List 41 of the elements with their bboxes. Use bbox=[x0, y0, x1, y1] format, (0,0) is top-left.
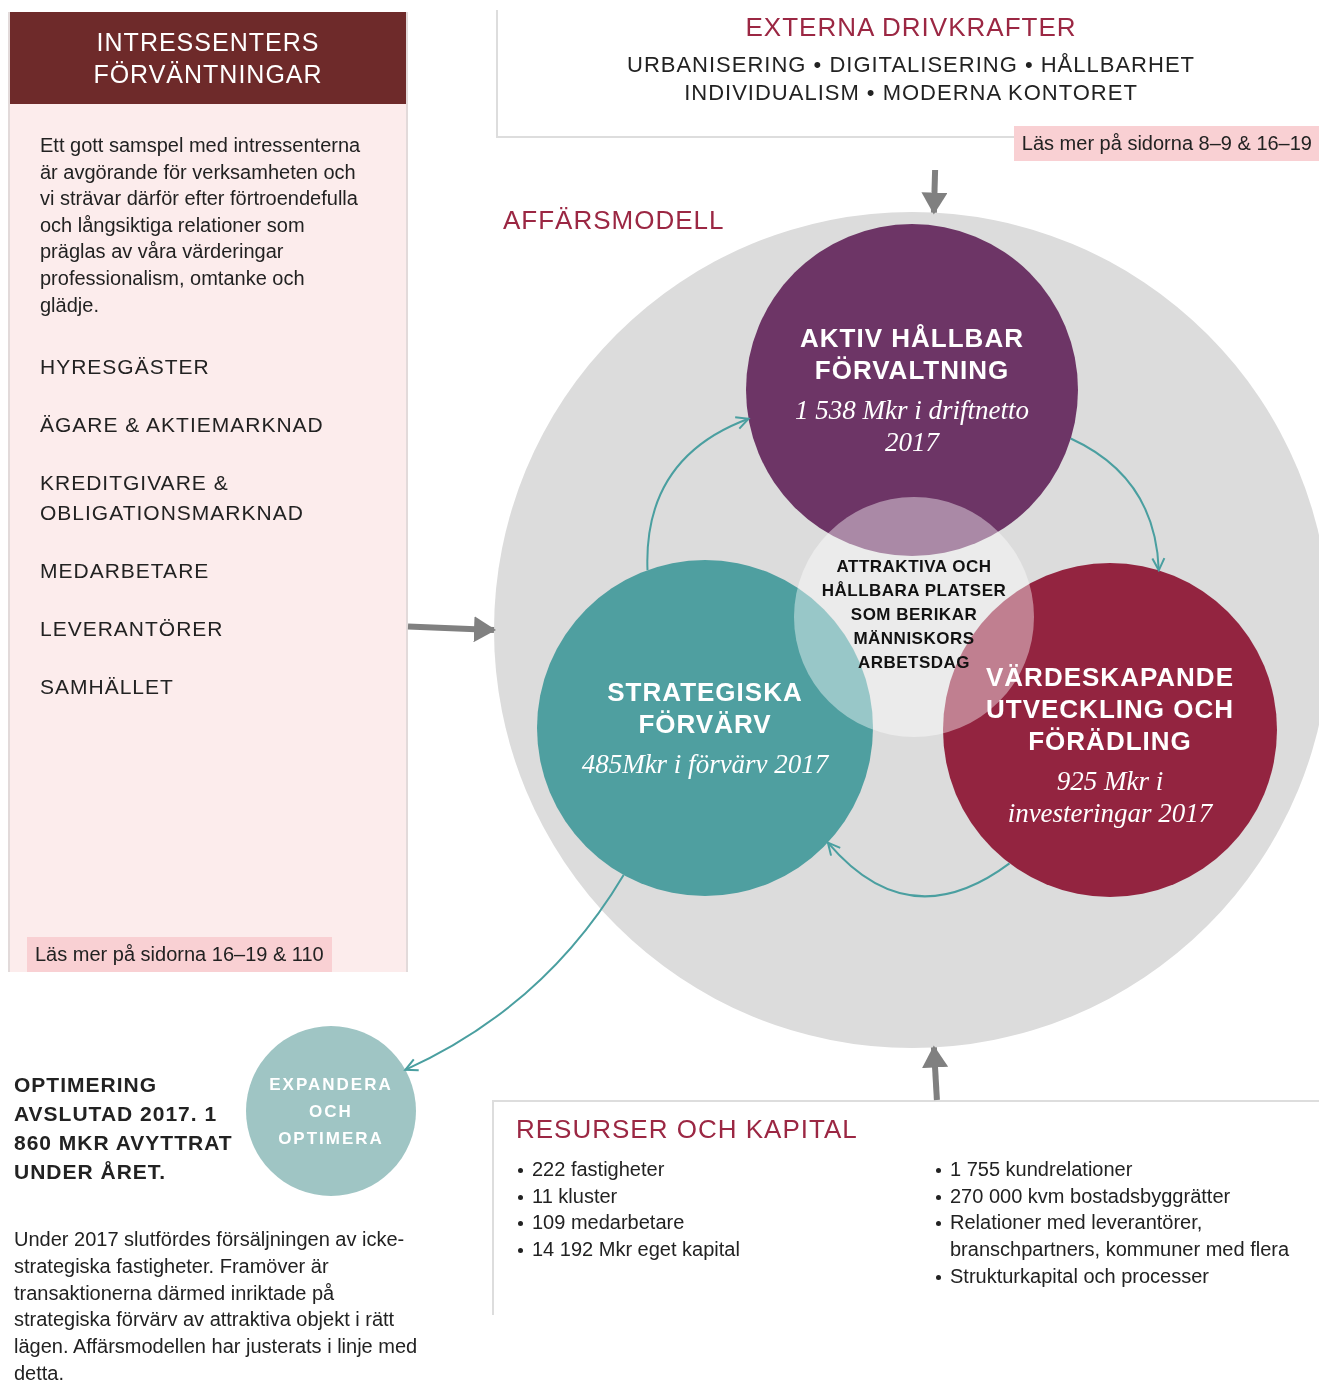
body-text: Under 2017 slutfördes försäljningen av icke-strategiska fastigheter. Framöver är transaktionerna därmed inriktade på strategiska förvärv av attraktiva objekt i rätt lägen. Affärsmodellen har justerats i linje med detta. bbox=[14, 1227, 419, 1380]
heading-band: INTRESSENTERS FÖRVÄNTNINGAR bbox=[10, 12, 406, 104]
bullet-item: 11 kluster bbox=[516, 1182, 916, 1210]
bullet-item: Strukturkapital och processer bbox=[934, 1262, 1309, 1290]
stakeholder-panel bbox=[8, 12, 408, 972]
bullet-item: 109 medarbetare bbox=[516, 1209, 916, 1237]
arrow bbox=[922, 1045, 948, 1101]
heading-text: RESURSER OCH KAPITAL bbox=[516, 1114, 858, 1145]
circle-title: VÄRDESKAPANDE UTVECKLING OCH FÖRÄDLING bbox=[985, 661, 1235, 757]
stakeholder-item: MEDARBETARE bbox=[40, 558, 211, 585]
business-model-circle bbox=[494, 205, 1319, 1050]
drivers-text: URBANISERING • DIGITALISERING • HÅLLBARHET INDIVIDUALISM • MODERNA KONTORET bbox=[626, 51, 1196, 107]
bullet-item: 222 fastigheter bbox=[516, 1156, 916, 1183]
arrow bbox=[921, 169, 948, 215]
stakeholder-item: SAMHÄLLET bbox=[40, 674, 175, 701]
arrow bbox=[1069, 437, 1165, 572]
stakeholder-item: KREDITGIVARE & OBLIGATIONSMARKNAD bbox=[40, 470, 305, 527]
circle-title: STRATEGISKA FÖRVÄRV bbox=[606, 676, 804, 740]
stakeholder-item: ÄGARE & AKTIEMARKNAD bbox=[40, 412, 325, 439]
caption-text: OPTIMERING AVSLUTAD 2017. 1 860 MKR AVYTTRAT UNDER ÅRET. bbox=[14, 1072, 234, 1185]
heading-text: AFFÄRSMODELL bbox=[503, 205, 725, 236]
bullet-item: 270 000 kvm bostadsbyggrätter bbox=[934, 1182, 1309, 1210]
circle-title: EXPANDERA OCH OPTIMERA bbox=[268, 1073, 394, 1150]
resources-box bbox=[492, 1100, 1319, 1315]
stakeholder-item: LEVERANTÖRER bbox=[40, 616, 225, 643]
arrow bbox=[407, 616, 496, 643]
page-reference-tag: Läs mer på sidorna 16–19 & 110 bbox=[27, 937, 332, 972]
circle-value: 925 Mkr i investeringar 2017 bbox=[1006, 765, 1214, 829]
arrow bbox=[404, 873, 625, 1071]
bullet-item: 14 192 Mkr eget kapital bbox=[516, 1236, 916, 1263]
heading-text: EXTERNA DRIVKRAFTER bbox=[744, 12, 1078, 43]
circle-title: AKTIV HÅLLBAR FÖRVALTNING bbox=[799, 322, 1025, 386]
page-reference-tag: Läs mer på sidorna 8–9 & 16–19 bbox=[1013, 126, 1319, 161]
circle-value: 1 538 Mkr i driftnetto 2017 bbox=[794, 394, 1030, 458]
arrow bbox=[826, 841, 1011, 898]
circle-value: 485Mkr i förvärv 2017 bbox=[581, 748, 829, 780]
bullet-item: 1 755 kundrelationer bbox=[934, 1156, 1309, 1183]
stakeholder-item: HYRESGÄSTER bbox=[40, 354, 211, 381]
bullet-item: Relationer med leverantörer, branschpartners, kommuner med flera bbox=[934, 1209, 1309, 1263]
body-text: Ett gott samspel med intressenterna är avgörande för verksamheten och vi strävar därför efter förtroendefulla och långsiktiga relationer som präglas av våra värderingar professionalism, omtanke och glädje. bbox=[40, 133, 362, 318]
arrow bbox=[646, 416, 750, 572]
